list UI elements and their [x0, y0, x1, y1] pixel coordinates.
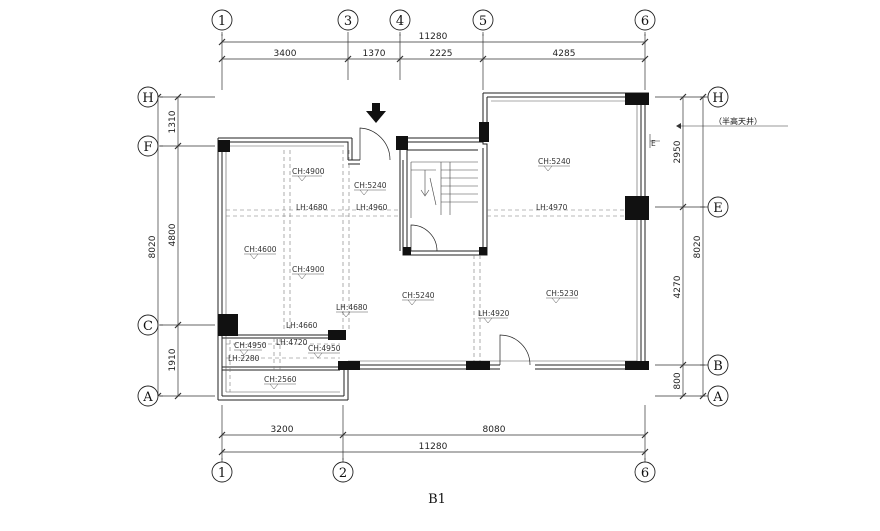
- axis-label-top-3: 3: [344, 14, 352, 29]
- ann-ch4600: CH:4600: [244, 245, 277, 254]
- left-dim-seg3: 1910: [168, 348, 178, 371]
- entry-arrow-icon: [366, 103, 386, 123]
- annotation-markers: [234, 165, 578, 390]
- ann-ch5240a: CH:5240: [354, 181, 387, 190]
- bottom-dim-seg2: 8080: [483, 425, 506, 435]
- ann-ch2560: CH:2560: [264, 375, 297, 384]
- axis-label-left-H: H: [142, 91, 153, 106]
- right-dim-seg2: 4270: [673, 275, 683, 298]
- ann-ch5240r: CH:5240: [538, 157, 571, 166]
- bottom-dimension-ticks: [218, 431, 649, 456]
- left-axis-bubbles: [137, 86, 159, 407]
- bottom-dim-total: 11280: [419, 442, 448, 452]
- bottom-axis-bubbles: [211, 461, 656, 483]
- beam-lines: [226, 150, 637, 392]
- elevation-mark-label: E: [651, 139, 656, 148]
- top-dim-seg1: 3400: [274, 49, 297, 59]
- top-dim-seg4: 4285: [553, 49, 576, 59]
- ann-ch5230: CH:5230: [546, 289, 579, 298]
- axis-lead-lines: [159, 32, 708, 462]
- drawing-title: B1: [428, 492, 446, 507]
- ann-lh2280: LH:2280: [228, 354, 260, 363]
- ann-lh4720: LH:4720: [276, 338, 308, 347]
- top-dimension-ticks: [218, 38, 649, 63]
- walls: [217, 92, 649, 401]
- top-dim-seg2: 1370: [363, 49, 386, 59]
- ann-lh4680a: LH:4680: [296, 203, 328, 212]
- top-dimensions: [221, 34, 646, 90]
- axis-label-right-B: B: [713, 359, 723, 374]
- ann-lh4680b: LH:4680: [336, 303, 368, 312]
- top-dim-total: 11280: [419, 32, 448, 42]
- height-annotations: CH:4900 CH:5240 LH:4680 LH:4960 CH:5240 …: [228, 157, 579, 384]
- ann-lh4920: LH:4920: [478, 309, 510, 318]
- axis-label-top-6: 6: [641, 14, 649, 29]
- axis-label-right-H: H: [712, 91, 723, 106]
- axis-label-bottom-6: 6: [641, 466, 649, 481]
- right-dim-seg3: 800: [673, 372, 683, 389]
- left-dimensions: [157, 96, 215, 397]
- ann-ch5240m: CH:5240: [402, 291, 435, 300]
- ann-lh4960: LH:4960: [356, 203, 388, 212]
- patio-note: （半高天井）: [676, 116, 788, 129]
- doors: [359, 127, 531, 366]
- left-dim-seg1: 1310: [168, 110, 178, 133]
- axis-label-top-1: 1: [218, 14, 226, 29]
- ann-ch4950b: CH:4950: [308, 344, 341, 353]
- axis-label-left-F: F: [143, 140, 152, 155]
- stair-treads: [410, 161, 478, 218]
- left-dim-total: 8020: [148, 235, 158, 258]
- right-axis-bubbles: [707, 86, 729, 407]
- ann-lh4660: LH:4660: [286, 321, 318, 330]
- axis-label-right-E: E: [713, 201, 723, 216]
- axis-label-right-A: A: [712, 390, 723, 405]
- ann-lh4970: LH:4970: [536, 203, 568, 212]
- right-dim-seg1: 2950: [673, 140, 683, 163]
- axis-label-left-C: C: [143, 319, 153, 334]
- axis-label-bottom-1: 1: [218, 466, 226, 481]
- left-dim-seg2: 4800: [168, 223, 178, 246]
- inner-lines: [225, 100, 638, 393]
- top-axis-bubbles: [211, 9, 656, 31]
- ann-ch4900b: CH:4900: [292, 265, 325, 274]
- ann-ch4900a: CH:4900: [292, 167, 325, 176]
- axis-label-top-5: 5: [479, 14, 487, 29]
- right-dimensions: [655, 96, 705, 397]
- bottom-dim-seg1: 3200: [271, 425, 294, 435]
- axis-label-bottom-2: 2: [339, 466, 347, 481]
- left-dimension-ticks: [154, 93, 182, 400]
- elevation-mark: E: [649, 134, 660, 148]
- axis-label-left-A: A: [142, 390, 153, 405]
- axis-label-top-4: 4: [396, 14, 404, 29]
- top-dim-seg3: 2225: [430, 49, 453, 59]
- bottom-dimensions: [221, 405, 646, 460]
- ann-ch4950a: CH:4950: [234, 341, 267, 350]
- patio-note-text: （半高天井）: [714, 116, 762, 126]
- right-dim-total: 8020: [693, 235, 703, 258]
- columns: [218, 93, 649, 370]
